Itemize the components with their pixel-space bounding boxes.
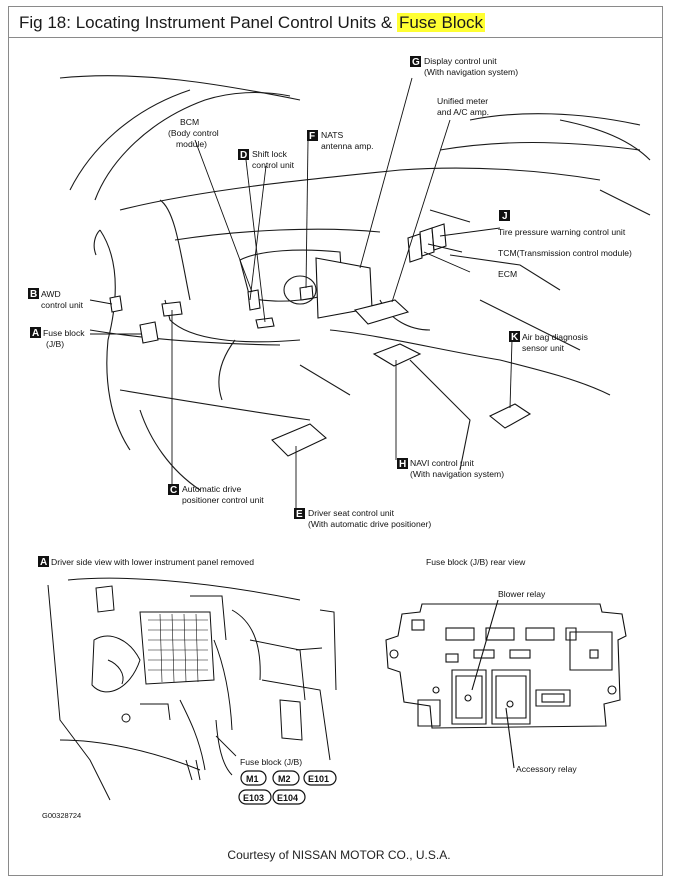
label-navi-sub: (With navigation system) (410, 469, 504, 479)
label-driver-seat-sub: (With automatic drive positioner) (308, 519, 431, 529)
letter-badge-b (28, 288, 39, 299)
caption-rear-view: Fuse block (J/B) rear view (426, 557, 526, 567)
nats-box (299, 285, 314, 301)
label-adp: Automatic drive (182, 484, 241, 494)
letter-g: G (412, 57, 420, 68)
connector-e101-pill (303, 770, 337, 786)
title-highlight: Fuse Block (396, 13, 486, 32)
connector-m2: M2 (278, 774, 291, 784)
label-tcm: TCM(Transmission control module) (498, 248, 632, 258)
connector-e101: E101 (308, 774, 329, 784)
letter-a-bottom: A (40, 557, 47, 568)
label-airbag-sub: sensor unit (522, 343, 565, 353)
caption-driver-side-view: Driver side view with lower instrument p… (51, 557, 254, 567)
letter-b: B (30, 289, 37, 300)
label-unified-meter-sub: and A/C amp. (437, 107, 489, 117)
connector-group: M1 M2 E101 E103 E104 (238, 770, 337, 805)
label-ecm: ECM (498, 269, 517, 279)
letter-badge-e (294, 508, 305, 519)
figure-title: Fig 18: Locating Instrument Panel Contro… (19, 13, 486, 33)
letter-h: H (399, 459, 406, 470)
label-display-control-unit: Display control unit (424, 56, 497, 66)
letter-e: E (296, 509, 303, 520)
connector-m2-pill (272, 770, 300, 786)
letter-c: C (170, 485, 177, 496)
figure-header: Fig 18: Locating Instrument Panel Contro… (9, 7, 662, 38)
label-airbag: Air bag diagnosis (522, 332, 588, 342)
letter-badge-g (410, 56, 421, 67)
label-bcm-line3: module) (176, 139, 207, 149)
letter-badge-a-bottom (38, 556, 49, 567)
unified-meter-box (353, 299, 410, 325)
letter-badge-j (499, 210, 510, 221)
letter-k: K (511, 332, 519, 343)
driver-seat-box (271, 423, 327, 457)
letter-badge-d (238, 149, 249, 160)
adp-box (161, 301, 183, 317)
awd-box (109, 295, 123, 313)
label-awd-sub: control unit (41, 300, 84, 310)
fuse-block-rear-drawing (385, 599, 627, 769)
letter-badge-a (30, 327, 41, 338)
label-tire-pressure: Tire pressure warning control unit (498, 227, 626, 237)
tire-pressure-box (431, 223, 447, 251)
fuse-block-box (139, 321, 159, 344)
label-accessory-relay: Accessory relay (516, 764, 577, 774)
ecm-box (419, 227, 435, 257)
connector-e103: E103 (243, 793, 264, 803)
letter-d: D (240, 150, 247, 161)
label-shift-lock-sub: control unit (252, 160, 295, 170)
label-bcm-line2: (Body control (168, 128, 219, 138)
label-fuse-block-jb: Fuse block (J/B) (240, 757, 302, 767)
courtesy-line: Courtesy of NISSAN MOTOR CO., U.S.A. (227, 848, 451, 862)
label-bcm: BCM (180, 117, 199, 127)
navi-box (372, 343, 422, 367)
label-blower-relay: Blower relay (498, 589, 546, 599)
letter-f: F (309, 131, 315, 142)
leader-lines (89, 77, 513, 510)
connector-e104-pill (272, 789, 306, 805)
letter-badge-k (509, 331, 520, 342)
fuse-leader (215, 735, 237, 757)
letter-a: A (32, 328, 39, 339)
label-display-control-unit-sub: (With navigation system) (424, 67, 518, 77)
component-boxes (109, 223, 532, 457)
letter-badge-h (397, 458, 408, 469)
driver-side-drawing (47, 577, 337, 801)
label-adp-sub: positioner control unit (182, 495, 264, 505)
label-fuse-block: Fuse block (43, 328, 85, 338)
connector-m1: M1 (246, 774, 259, 784)
letter-j: J (502, 211, 508, 222)
figure-code: G00328724 (42, 811, 81, 820)
label-nats-sub: antenna amp. (321, 141, 374, 151)
connector-e104: E104 (277, 793, 298, 803)
title-prefix: Fig 18: Locating Instrument Panel Contro… (19, 13, 397, 32)
label-navi: NAVI control unit (410, 458, 474, 468)
letter-badge-f (307, 130, 318, 141)
shift-lock-box (247, 289, 261, 311)
airbag-box (488, 403, 532, 429)
connector-e103-pill (238, 789, 272, 805)
figure-frame (8, 6, 663, 876)
label-awd: AWD (41, 289, 61, 299)
connector-m1-pill (240, 770, 267, 786)
tcm-box (407, 233, 423, 263)
bcm-box (255, 317, 275, 329)
letter-badge-c (168, 484, 179, 495)
label-unified-meter: Unified meter (437, 96, 488, 106)
dashboard-drawing (59, 75, 651, 491)
label-shift-lock: Shift lock (252, 149, 288, 159)
label-nats: NATS (321, 130, 344, 140)
label-driver-seat: Driver seat control unit (308, 508, 395, 518)
label-fuse-block-sub: (J/B) (46, 339, 64, 349)
